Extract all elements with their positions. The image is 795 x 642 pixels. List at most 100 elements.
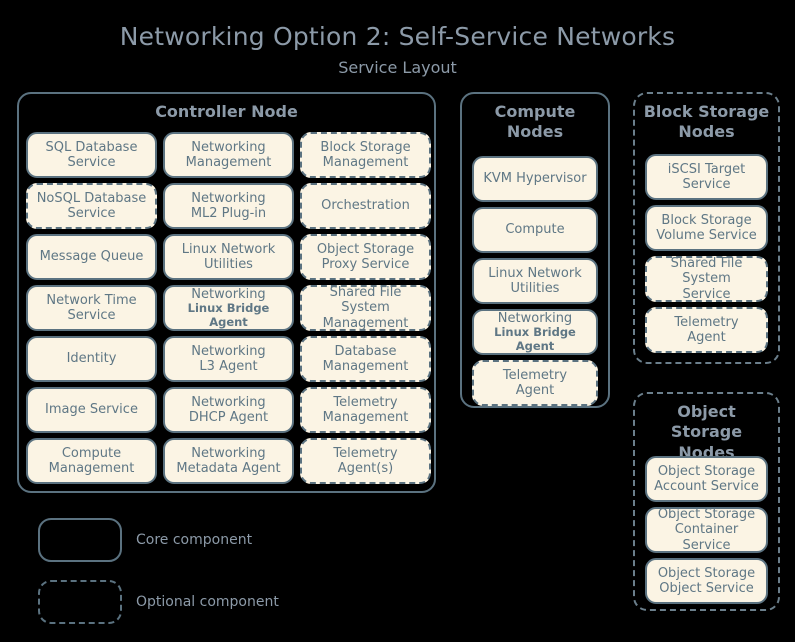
- service-box-line1: Object Storage: [657, 507, 756, 523]
- service-box-line2: Management: [185, 155, 272, 170]
- service-box-line1: Networking: [191, 394, 266, 410]
- service-box-line2: Service: [67, 206, 116, 221]
- service-box: Compute: [472, 207, 598, 253]
- service-box-line1: Database: [334, 343, 397, 359]
- page-subtitle: Service Layout: [338, 58, 457, 77]
- service-box-line1: Object Storage: [657, 565, 756, 581]
- legend-optional-label: Optional component: [136, 594, 279, 610]
- service-box-line1: NoSQL Database: [36, 190, 147, 206]
- service-box-line1: Networking: [191, 343, 266, 359]
- legend-core-swatch: [38, 518, 122, 562]
- service-box: Identity: [26, 336, 157, 382]
- service-box: Orchestration: [300, 183, 431, 229]
- service-box-line2: Object Service: [659, 581, 754, 596]
- service-box-line2: DHCP Agent: [188, 410, 269, 425]
- service-box-line2: Management: [322, 359, 409, 374]
- legend-core-label: Core component: [136, 532, 253, 548]
- service-box-line1: Networking: [191, 445, 266, 461]
- service-box-line2: Management: [322, 410, 409, 425]
- service-box-line2: Utilities: [204, 257, 253, 272]
- service-box-line1: Shared File System: [670, 256, 743, 287]
- legend-optional-swatch: [38, 580, 122, 624]
- service-box-line1: Shared File System: [329, 285, 402, 316]
- service-box-line1: Telemetry: [333, 445, 398, 461]
- service-box: KVM Hypervisor: [472, 156, 598, 202]
- service-box-line2: Proxy Service: [321, 257, 410, 272]
- service-box-line2: Volume Service: [656, 228, 757, 243]
- service-box-line1: Networking: [497, 310, 573, 326]
- service-box-line1: Linux Network: [488, 265, 582, 281]
- service-box-line2: Service: [67, 155, 116, 170]
- service-box-line1: Linux Network: [181, 241, 276, 257]
- service-box-line1: Compute: [505, 222, 565, 238]
- service-box-line2: Service: [682, 286, 731, 302]
- service-box-line1: Block Storage: [320, 139, 411, 155]
- service-box-line1: Image Service: [45, 402, 138, 418]
- service-box-line1: Compute: [61, 445, 122, 461]
- service-box-line1: Message Queue: [39, 249, 144, 265]
- page-title: Networking Option 2: Self-Service Networ…: [119, 22, 676, 51]
- service-box-line2: Service: [67, 308, 116, 323]
- service-box-line2: Linux Bridge Agent: [187, 301, 270, 329]
- service-box: Message Queue: [26, 234, 157, 280]
- service-box-line2: Service: [682, 177, 731, 192]
- controller-node-title: Controller Node: [155, 102, 298, 121]
- service-box-line2: Agent: [687, 330, 726, 345]
- service-box-line1: Identity: [66, 351, 117, 367]
- service-box-line1: Telemetry: [502, 367, 568, 383]
- service-box-line2: L3 Agent: [199, 359, 258, 374]
- service-box-line1: Block Storage: [661, 212, 752, 228]
- service-box-line2: Management: [48, 461, 135, 476]
- service-box-line2: Linux Bridge Agent: [494, 325, 576, 353]
- service-box-line1: Orchestration: [321, 198, 410, 214]
- service-box-line2: Metadata Agent: [176, 461, 281, 476]
- service-box: Image Service: [26, 387, 157, 433]
- service-box-line1: iSCSI Target: [667, 161, 746, 177]
- service-box-line2: Management: [322, 155, 409, 170]
- service-box-line1: Object Storage: [316, 241, 415, 257]
- service-box-line1: Network Time: [46, 292, 137, 308]
- service-box-line2: Agent(s): [337, 461, 394, 476]
- service-box-line1: Networking: [191, 286, 266, 302]
- service-box-line2: Management: [322, 315, 409, 331]
- service-box-line1: Telemetry: [674, 314, 739, 330]
- service-box-line2: ML2 Plug-in: [190, 206, 267, 221]
- service-box-line1: Networking: [191, 139, 266, 155]
- service-box-line2: Agent: [515, 383, 555, 398]
- service-box-line2: Utilities: [510, 281, 560, 296]
- service-box-line1: KVM Hypervisor: [483, 171, 587, 187]
